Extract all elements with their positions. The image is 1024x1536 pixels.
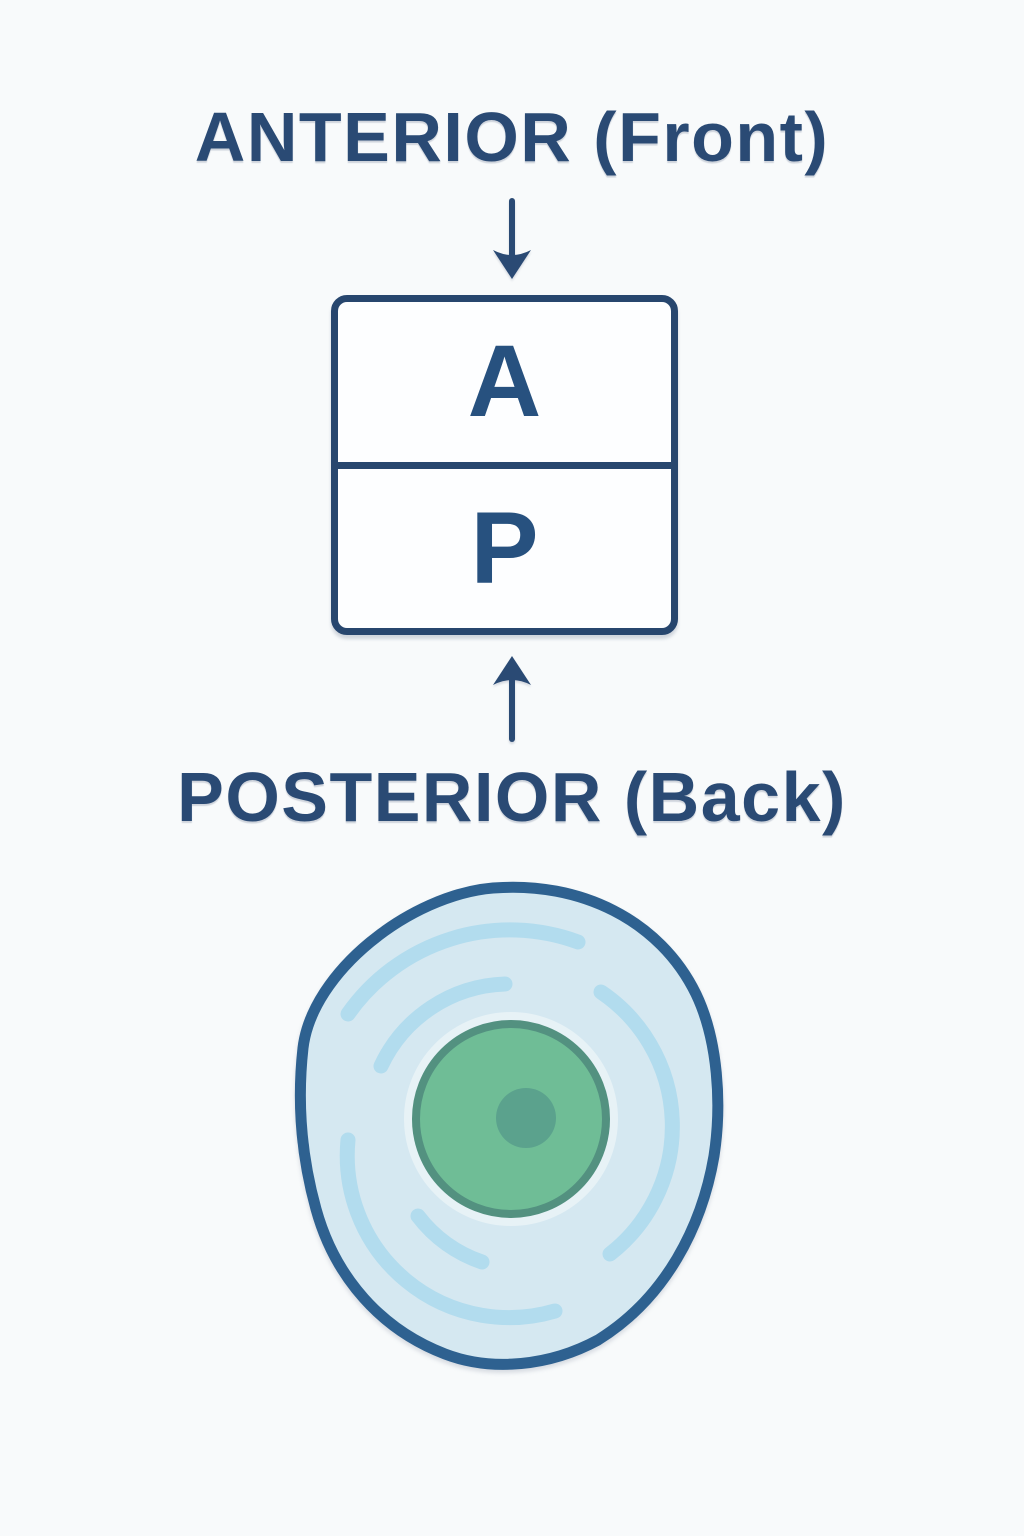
organelle-arc-bottom-left bbox=[339, 1132, 563, 1326]
cell-illustration bbox=[294, 881, 724, 1370]
organelle-arc-inner-top bbox=[373, 976, 513, 1074]
arrow-up-icon bbox=[493, 656, 531, 742]
arrow-up-head bbox=[493, 656, 531, 685]
posterior-label: POSTERIOR (Back) bbox=[177, 758, 847, 836]
orientation-box: A P bbox=[331, 295, 678, 635]
anterior-compartment: A bbox=[338, 302, 671, 462]
anterior-label: ANTERIOR (Front) bbox=[194, 98, 830, 176]
nucleolus bbox=[496, 1088, 556, 1148]
organelle-arc-inner-bottom bbox=[410, 1208, 490, 1270]
arrow-down-icon bbox=[493, 198, 531, 279]
anterior-letter: A bbox=[467, 324, 542, 439]
nucleus-halo bbox=[404, 1012, 618, 1226]
posterior-compartment: P bbox=[338, 461, 671, 629]
posterior-letter: P bbox=[470, 490, 539, 605]
arrow-down-head bbox=[493, 250, 531, 279]
organelle-arc-right bbox=[593, 984, 680, 1262]
organelle-arc-top bbox=[340, 922, 586, 1022]
